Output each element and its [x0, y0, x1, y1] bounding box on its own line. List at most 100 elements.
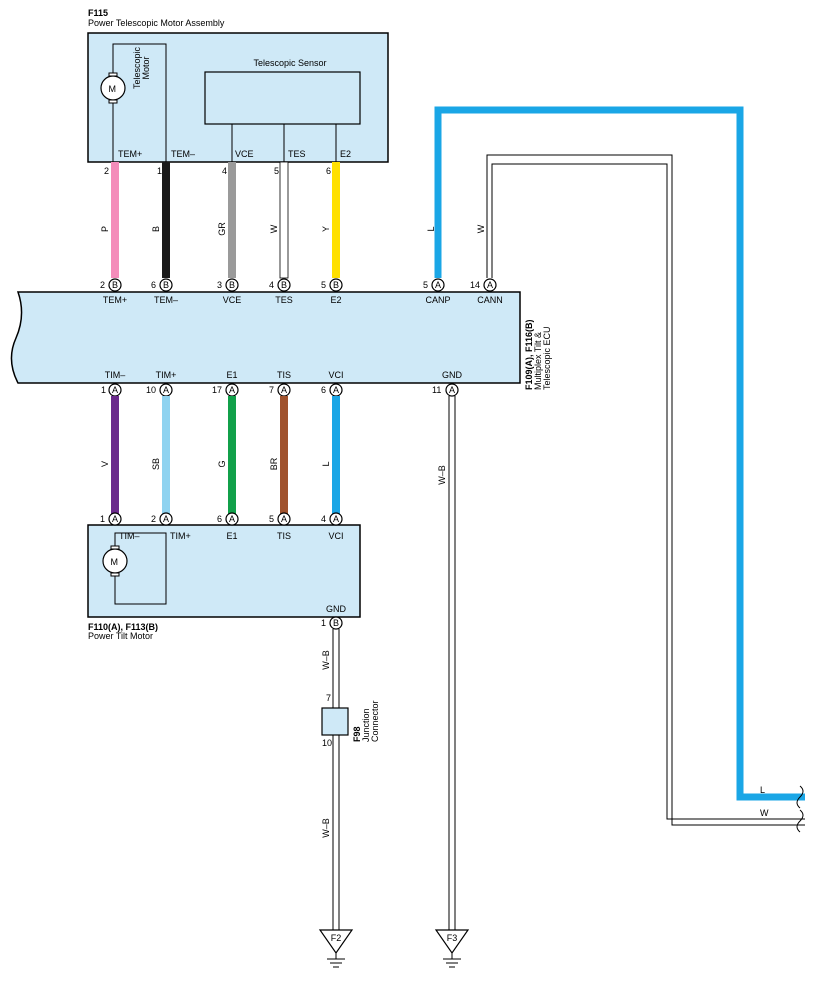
terminal-label: VCI: [328, 370, 343, 380]
f115-box: [87, 32, 389, 163]
tilt-motor-component: M A A A A A B 1 2 6 5 4 1 TIM– TIM+ E1 T…: [87, 512, 361, 641]
svg-text:A: A: [435, 280, 441, 290]
svg-text:B: B: [333, 280, 339, 290]
terminal-label: E1: [226, 531, 237, 541]
svg-text:A: A: [487, 280, 493, 290]
terminal-label: TIS: [277, 531, 291, 541]
pin-number: 7: [269, 385, 274, 395]
wire-color-label: V: [100, 461, 110, 467]
pin-number: 10: [322, 738, 332, 748]
wire-sb: [162, 396, 170, 514]
terminal-label: CANP: [425, 295, 450, 305]
f115-code: F115: [88, 8, 108, 18]
svg-text:A: A: [281, 514, 287, 524]
pin-number: 2: [104, 166, 109, 176]
terminal-label: TEM–: [154, 295, 178, 305]
pin-number: 2: [151, 514, 156, 524]
svg-text:A: A: [333, 514, 339, 524]
ecu-top-connectors: B B B B B A A 2 6 3 4 5 5 14: [100, 278, 497, 292]
telescopic-sensor-box: [204, 71, 361, 125]
motor-brush-icon: [110, 572, 120, 577]
pin-number: 5: [274, 166, 279, 176]
pin-number: 1: [157, 166, 162, 176]
svg-text:B: B: [112, 280, 118, 290]
right-wire-label-l: L: [760, 785, 765, 795]
svg-text:A: A: [163, 385, 169, 395]
ground-label: F2: [331, 933, 342, 943]
terminal-label: VCE: [235, 149, 254, 159]
svg-text:A: A: [229, 385, 235, 395]
ground-f3: F3: [434, 929, 470, 968]
terminal-label: GND: [442, 370, 463, 380]
terminal-label: VCI: [328, 531, 343, 541]
f115-name: Power Telescopic Motor Assembly: [88, 18, 225, 28]
terminal-label: TES: [275, 295, 293, 305]
ecu-name-2: Telescopic ECU: [542, 326, 552, 390]
wire-break-icon: [796, 785, 804, 809]
svg-text:B: B: [163, 280, 169, 290]
svg-text:A: A: [229, 514, 235, 524]
motor-brush-icon: [108, 72, 118, 77]
ecu-code: F109(A), F116(B): [524, 319, 534, 390]
junction-code: F98: [352, 726, 362, 742]
pin-number: 1: [101, 385, 106, 395]
svg-text:A: A: [112, 385, 118, 395]
terminal-label: TEM–: [171, 149, 195, 159]
wire-color-label: L: [426, 226, 436, 231]
wire-g: [228, 396, 236, 514]
wire-l: [332, 396, 340, 514]
ecu-box: [10, 291, 521, 384]
pin-number: 3: [217, 280, 222, 290]
wire-color-label: BR: [269, 457, 279, 470]
lower-wires: V SB G BR L W–B: [100, 396, 456, 935]
motor-brush-icon: [110, 545, 120, 550]
pin-number: 1: [321, 618, 326, 628]
pin-number: 6: [326, 166, 331, 176]
pin-number: 10: [146, 385, 156, 395]
terminal-label: GND: [326, 604, 347, 614]
wire-can-w: [491, 163, 805, 820]
terminal-label: TES: [288, 149, 306, 159]
terminal-label: E2: [330, 295, 341, 305]
f115-motor-symbol: M: [109, 84, 117, 94]
ground-triangle-icon: [318, 929, 354, 955]
pin-number: 5: [269, 514, 274, 524]
terminal-label: E2: [340, 149, 351, 159]
pin-number: 4: [269, 280, 274, 290]
terminal-label: E1: [226, 370, 237, 380]
pin-number: 6: [151, 280, 156, 290]
pin-number: 1: [100, 514, 105, 524]
svg-text:A: A: [333, 385, 339, 395]
pin-number: 14: [470, 280, 480, 290]
wire-v: [111, 396, 119, 514]
svg-text:A: A: [449, 385, 455, 395]
pin-number: 6: [217, 514, 222, 524]
wire-b: [162, 162, 170, 278]
terminal-label: VCE: [223, 295, 242, 305]
pin-number: 6: [321, 385, 326, 395]
ecu-bottom-connectors: A A A A A A 1 10 17 7 6 11: [101, 383, 459, 397]
ground-wire-f2: W–B W–B 7 10 F98 Junction Connector: [321, 629, 380, 935]
pin-number: 4: [321, 514, 326, 524]
pin-number: 7: [326, 693, 331, 703]
wire-color-label: L: [321, 461, 331, 466]
wire-color-label: Y: [321, 226, 331, 232]
motor-brush-icon: [108, 99, 118, 104]
tilt-motor-symbol: M: [111, 557, 119, 567]
wire-br: [280, 396, 288, 514]
tilt-motor-code: F110(A), F113(B): [88, 622, 158, 632]
terminal-label: TIS: [277, 370, 291, 380]
ground-f2: F2: [318, 929, 354, 968]
wire-color-label: W–B: [437, 465, 447, 485]
wire-y: [332, 162, 340, 278]
wire-p: [111, 162, 119, 278]
svg-text:B: B: [333, 618, 339, 628]
junction-connector-box: [321, 707, 349, 736]
wire-color-label: W–B: [321, 650, 331, 670]
wire-color-label: B: [151, 226, 161, 232]
wire-color-label: W: [269, 224, 279, 233]
pin-number: 5: [321, 280, 326, 290]
wire-color-label: SB: [151, 458, 161, 470]
pin-number: 11: [432, 385, 441, 395]
f115-component: F115 Power Telescopic Motor Assembly M T…: [87, 8, 389, 176]
